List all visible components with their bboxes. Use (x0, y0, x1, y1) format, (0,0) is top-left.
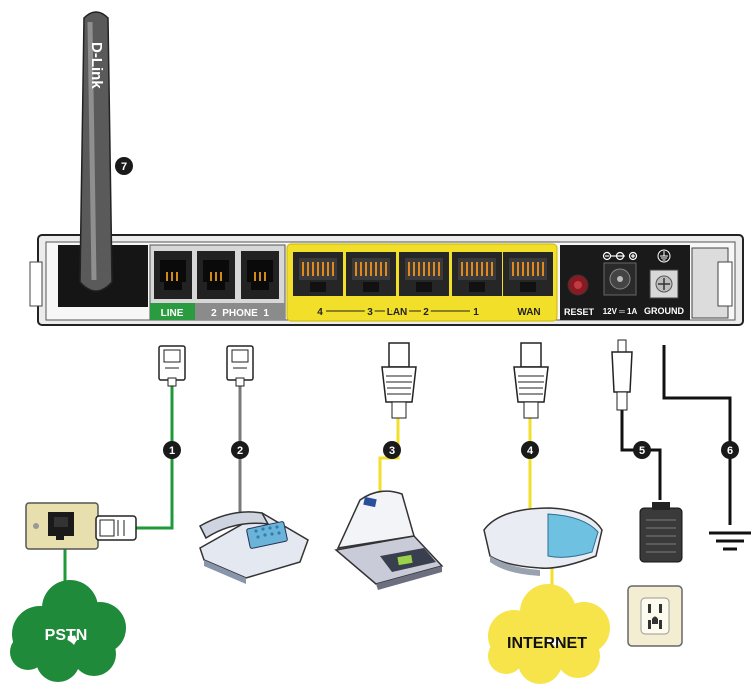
lan-port-3[interactable] (346, 252, 396, 296)
adsl-modem (484, 508, 602, 576)
svg-text:5: 5 (639, 445, 645, 457)
rj11-plug-phone (227, 346, 253, 386)
label-line: LINE (161, 308, 184, 319)
rj11-plug-line (159, 346, 185, 386)
internet-cloud: INTERNET (488, 584, 610, 684)
label-lan-1: 1 (473, 307, 479, 318)
earth-ground-icon (709, 533, 751, 549)
laptop (336, 491, 442, 590)
rj45-plug-wan (514, 343, 548, 418)
pstn-cloud: PSTN (10, 580, 126, 682)
svg-text:7: 7 (121, 161, 127, 173)
svg-text:6: 6 (727, 445, 733, 457)
ground-terminal[interactable] (650, 270, 678, 298)
svg-text:1: 1 (169, 445, 175, 457)
telephone (200, 512, 308, 584)
internet-label: INTERNET (507, 635, 587, 652)
marker-1: 1 (163, 441, 181, 459)
marker-6: 6 (721, 441, 739, 459)
svg-text:2: 2 (237, 445, 243, 457)
power-adapter (640, 502, 682, 562)
ground-cable (664, 345, 730, 525)
dc-plug (612, 340, 632, 410)
label-lan: LAN (387, 307, 408, 318)
svg-text:4: 4 (527, 445, 534, 457)
rj11-plug-wall (96, 516, 136, 540)
power-port[interactable] (604, 263, 636, 295)
antenna-brand: D-Link (88, 42, 105, 89)
marker-7: 7 (115, 157, 133, 175)
phone-port-1[interactable] (241, 251, 279, 299)
lan-port-2[interactable] (399, 252, 449, 296)
pstn-label: PSTN (45, 627, 88, 644)
marker-3: 3 (383, 441, 401, 459)
marker-2: 2 (231, 441, 249, 459)
wan-port[interactable] (503, 252, 553, 296)
lan-cable (380, 418, 398, 500)
antenna: D-Link (80, 12, 112, 291)
line-port[interactable] (154, 251, 192, 299)
label-lan-2: 2 (423, 307, 429, 318)
marker-5: 5 (633, 441, 651, 459)
label-ground: GROUND (644, 306, 684, 316)
label-lan-4: 4 (317, 307, 323, 318)
phone-wall-socket (26, 503, 98, 549)
label-power: 12V ═ 1A (603, 307, 638, 316)
label-lan-3: 3 (367, 307, 373, 318)
reset-button[interactable] (568, 275, 588, 295)
lan-port-4[interactable] (293, 252, 343, 296)
wall-outlet (628, 586, 682, 646)
label-wan: WAN (517, 307, 540, 318)
marker-4: 4 (521, 441, 539, 459)
label-reset: RESET (564, 307, 595, 317)
label-phone: 2 PHONE 1 (211, 308, 269, 319)
phone-port-2[interactable] (197, 251, 235, 299)
lan-port-1[interactable] (452, 252, 502, 296)
svg-text:3: 3 (389, 445, 395, 457)
rj45-plug-lan (382, 343, 416, 418)
